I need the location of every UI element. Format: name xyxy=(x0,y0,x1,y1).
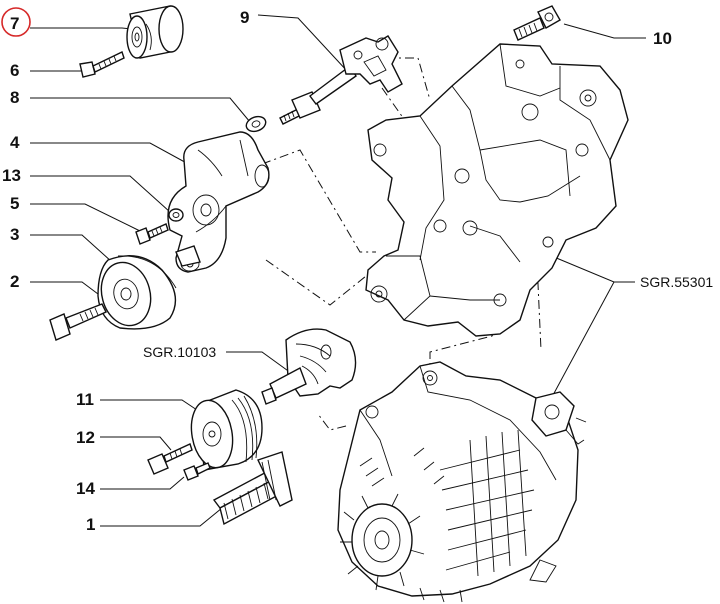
callout-labels: 7 6 8 4 13 5 3 2 9 10 11 12 14 1 SGR.553… xyxy=(1,7,713,534)
callout-11[interactable]: 11 xyxy=(76,390,94,409)
support-bracket[interactable] xyxy=(365,43,629,337)
tensioner-rod[interactable] xyxy=(279,35,403,125)
water-pump-shaft[interactable] xyxy=(261,328,357,405)
callout-10[interactable]: 10 xyxy=(653,29,672,48)
callout-13[interactable]: 13 xyxy=(2,166,21,185)
reference-sgr-55301[interactable]: SGR.55301 xyxy=(640,274,713,290)
washer-13[interactable] xyxy=(168,208,184,222)
callout-6[interactable]: 6 xyxy=(10,61,19,80)
pulley-bolt[interactable] xyxy=(49,303,107,341)
alternator-pulley[interactable] xyxy=(186,389,263,471)
callout-14[interactable]: 14 xyxy=(76,479,95,498)
callout-12[interactable]: 12 xyxy=(76,428,95,447)
bolt-10[interactable] xyxy=(513,5,561,41)
leader-lines xyxy=(30,14,646,527)
alternator[interactable] xyxy=(337,361,587,603)
idler-screw[interactable] xyxy=(79,51,125,78)
highlight-circle xyxy=(1,7,31,37)
idler-roller[interactable] xyxy=(126,5,184,59)
callout-7[interactable]: 7 xyxy=(10,14,19,33)
screw-5[interactable] xyxy=(135,223,169,245)
reference-sgr-10103[interactable]: SGR.10103 xyxy=(143,344,216,360)
screw-12[interactable] xyxy=(147,443,193,475)
callout-8[interactable]: 8 xyxy=(10,88,19,107)
callout-9[interactable]: 9 xyxy=(240,8,249,27)
callout-3[interactable]: 3 xyxy=(10,225,19,244)
callout-1[interactable]: 1 xyxy=(86,515,95,534)
washer-8[interactable] xyxy=(244,114,268,134)
callout-5[interactable]: 5 xyxy=(10,194,19,213)
drive-belt[interactable] xyxy=(212,451,293,526)
screw-14[interactable] xyxy=(183,462,211,481)
callout-2[interactable]: 2 xyxy=(10,272,19,291)
tensioner-arm[interactable] xyxy=(167,131,270,273)
tensioner-pulley[interactable] xyxy=(95,255,177,331)
callout-4[interactable]: 4 xyxy=(10,133,20,152)
